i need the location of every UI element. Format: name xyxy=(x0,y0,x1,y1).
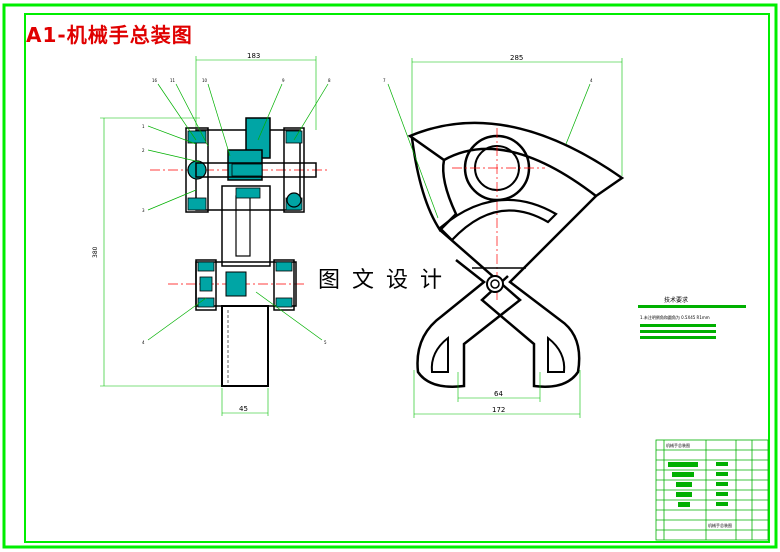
upper-right-roller xyxy=(283,127,305,213)
dimension-height-left xyxy=(100,117,224,387)
inner-frame xyxy=(24,13,770,543)
dim-label-opening: 64 xyxy=(494,390,503,398)
pivot-inner xyxy=(490,279,500,289)
dimension-top-width-left xyxy=(195,56,317,130)
dim-label-top-right: 285 xyxy=(510,54,523,62)
tech-requirements: 技术要求 1.未注明倒角和圆角为 0.5X45 R1mm xyxy=(638,296,746,339)
center-lines-left xyxy=(150,169,330,285)
drawing-title: A1-机械手总装图 xyxy=(26,23,193,47)
dim-label-bottom-left: 45 xyxy=(239,405,248,413)
part-number-label: 10 xyxy=(202,78,208,83)
part-number-label: 8 xyxy=(328,78,331,83)
tech-requirements-title: 技术要求 xyxy=(664,296,688,304)
dim-label-height-left: 380 xyxy=(92,246,99,258)
shaft-hatch xyxy=(231,163,263,177)
part-number-label: 11 xyxy=(170,78,176,83)
lower-left-roller xyxy=(195,259,217,311)
title-block-fill xyxy=(668,462,728,507)
arm-hatch xyxy=(235,187,261,199)
lower-hub xyxy=(225,271,247,297)
outer-frame xyxy=(2,3,778,549)
right-finger-inner xyxy=(547,335,566,373)
inner-arc xyxy=(438,198,558,242)
right-jaw xyxy=(480,195,597,388)
upper-shaft xyxy=(195,162,317,178)
title-block-header: 机械手总装图 xyxy=(666,442,690,448)
part-number-label: 4 xyxy=(590,78,593,83)
arm-body xyxy=(221,185,271,267)
part-number-label: 9 xyxy=(282,78,285,83)
part-number-label: 2 xyxy=(142,148,145,153)
left-jaw xyxy=(416,229,522,388)
watermark: 图文设计 xyxy=(318,268,455,293)
dim-label-bottom-right: 172 xyxy=(492,406,505,414)
arm-slot xyxy=(235,195,251,257)
title-block-name: 机械手总装图 xyxy=(708,522,732,528)
upper-left-roller xyxy=(185,127,209,213)
right-view: 285 64 172 xyxy=(383,54,625,418)
dim-label-top-left: 183 xyxy=(247,52,260,60)
dimension-bottom-width-left xyxy=(221,388,269,416)
part-number-label: 5 xyxy=(324,340,327,345)
part-number-labels-left: 16 11 10 9 8 1 2 3 4 5 xyxy=(142,78,331,345)
leader-lines-right xyxy=(387,83,591,219)
left-finger-inner xyxy=(430,335,449,373)
title-block xyxy=(655,439,769,541)
part-number-label: 4 xyxy=(142,340,145,345)
part-number-label: 7 xyxy=(383,78,386,83)
part-number-label: 3 xyxy=(142,208,145,213)
part-number-label: 16 xyxy=(152,78,158,83)
leader-lines-left xyxy=(147,83,329,341)
lower-block xyxy=(221,305,269,387)
dimension-top-width-right xyxy=(411,58,623,176)
part-number-label: 1 xyxy=(142,124,145,129)
pivot-outer xyxy=(486,275,504,293)
lower-right-roller xyxy=(273,259,295,311)
left-jaw-top-arc xyxy=(410,137,458,232)
dimension-bottom-right xyxy=(413,370,581,418)
tech-requirements-line1: 1.未注明倒角和圆角为 0.5X45 R1mm xyxy=(640,314,710,320)
upper-arc-jaw xyxy=(407,121,625,198)
left-view: 183 380 45 xyxy=(92,52,331,416)
